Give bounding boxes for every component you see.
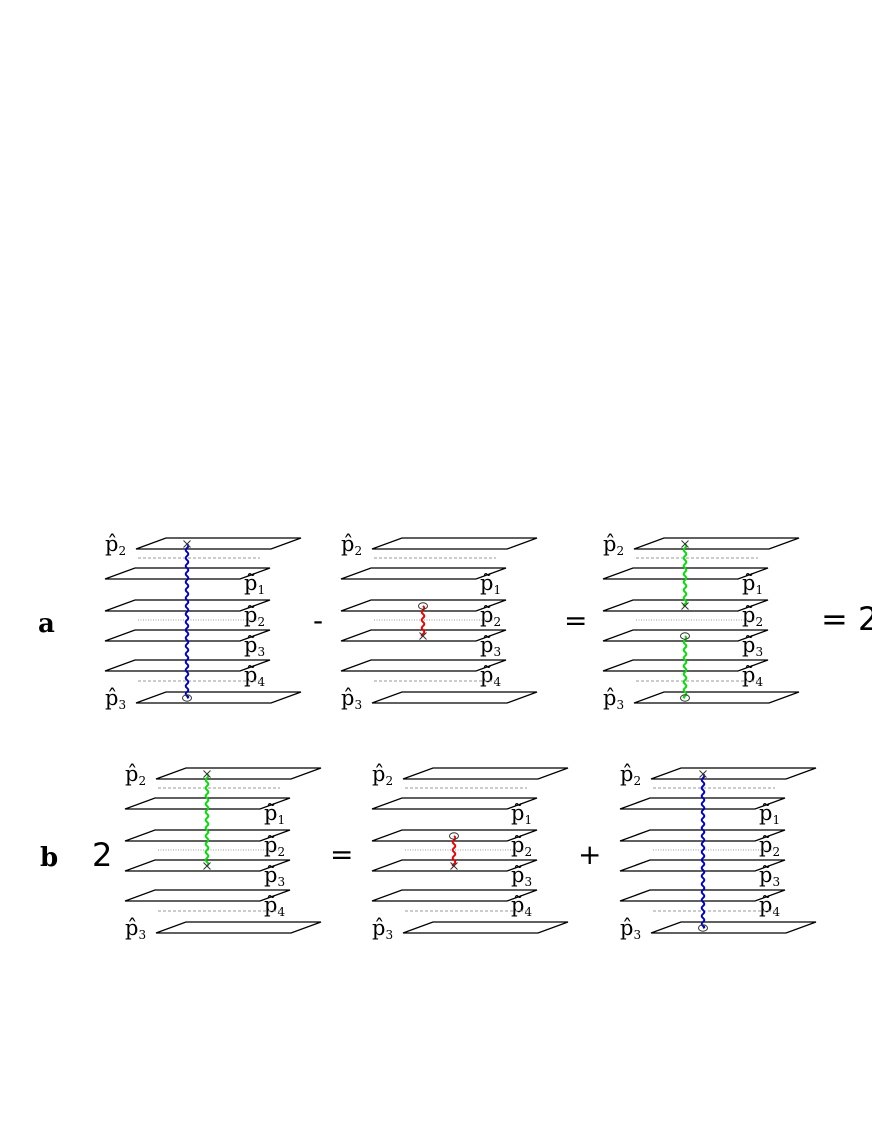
sheet-plane xyxy=(602,567,769,580)
cross-marker xyxy=(699,770,707,778)
circle-marker xyxy=(182,694,192,702)
sheet-label-4: p̃4 xyxy=(480,663,501,689)
sheet-plane xyxy=(650,767,817,780)
sheet-label-2: p̃2 xyxy=(244,603,265,629)
result-coefficient: = 2 xyxy=(821,600,872,638)
panel-label-b: b xyxy=(40,843,58,873)
equals-operator-b: = xyxy=(330,838,353,871)
panel-label-a: a xyxy=(38,609,55,639)
sheet-label-5: p̂3 xyxy=(341,686,362,712)
cross-marker xyxy=(681,540,689,548)
sheet-label-1: p̃1 xyxy=(742,571,763,597)
sheet-plane xyxy=(402,921,569,934)
sheet-plane xyxy=(371,691,538,704)
circle-marker xyxy=(698,924,708,932)
sheet-plane xyxy=(135,691,302,704)
sheet-plane xyxy=(104,599,271,612)
sheet-plane xyxy=(650,921,817,934)
diagram-group: p̂2p̃1p̃2p̃3p̃4p̂3p̂2p̃1p̃2p̃3p̃4p̂3p̂2p… xyxy=(104,532,817,942)
sheet-plane xyxy=(155,921,322,934)
green-wavy-line xyxy=(204,773,210,867)
cross-marker xyxy=(419,632,427,640)
diagram-a3: p̂2 p̃1 p̃2 p̃3 p̃4 p̂3 xyxy=(602,532,800,712)
sheet-label-0: p̂2 xyxy=(620,762,641,788)
sheet-plane xyxy=(340,659,507,672)
sheet-label-1: p̃1 xyxy=(264,801,285,827)
circle-marker xyxy=(680,632,690,640)
sheet-label-5: p̂3 xyxy=(105,686,126,712)
red-wavy-line xyxy=(420,605,426,637)
sheet-plane xyxy=(124,889,291,902)
sheet-label-0: p̂2 xyxy=(341,532,362,558)
sheet-label-4: p̃4 xyxy=(511,893,532,919)
sheet-label-3: p̃3 xyxy=(759,863,780,889)
sheet-label-1: p̃1 xyxy=(511,801,532,827)
diagram-b2: p̂2 p̃1 p̃2 p̃3 p̃4 p̂3 xyxy=(371,762,569,942)
sheet-label-0: p̂2 xyxy=(105,532,126,558)
sheet-plane xyxy=(155,767,322,780)
sheet-label-1: p̃1 xyxy=(759,801,780,827)
sheet-label-4: p̃4 xyxy=(742,663,763,689)
sheet-label-2: p̃2 xyxy=(511,833,532,859)
sheet-label-4: p̃4 xyxy=(759,893,780,919)
sheet-label-3: p̃3 xyxy=(511,863,532,889)
sheet-plane xyxy=(340,567,507,580)
equals-operator-a: = xyxy=(564,604,587,637)
circle-marker xyxy=(449,832,459,840)
plus-operator: + xyxy=(578,838,601,871)
sheet-label-3: p̃3 xyxy=(264,863,285,889)
sheet-plane xyxy=(124,829,291,842)
sheet-label-0: p̂2 xyxy=(603,532,624,558)
cross-marker xyxy=(203,862,211,870)
sheet-label-4: p̃4 xyxy=(244,663,265,689)
minus-operator: - xyxy=(313,604,323,637)
sheet-label-0: p̂2 xyxy=(125,762,146,788)
sheet-label-3: p̃3 xyxy=(244,633,265,659)
sheet-label-1: p̃1 xyxy=(480,571,501,597)
blue-wavy-line xyxy=(700,773,706,929)
blue-wavy-line xyxy=(184,543,190,699)
circle-marker xyxy=(680,694,690,702)
cross-marker xyxy=(203,770,211,778)
diagram-a2: p̂2 p̃1 p̃2 p̃3 p̃4 p̂3 xyxy=(340,532,538,712)
sheet-label-2: p̃2 xyxy=(759,833,780,859)
diagram-a1: p̂2 p̃1 p̃2 p̃3 p̃4 p̂3 xyxy=(104,532,302,712)
sheet-plane xyxy=(104,567,271,580)
sheet-plane xyxy=(633,537,800,550)
sheet-plane xyxy=(371,797,538,810)
cross-marker xyxy=(183,540,191,548)
sheet-plane xyxy=(371,889,538,902)
sheet-label-5: p̂3 xyxy=(603,686,624,712)
sheet-plane xyxy=(371,537,538,550)
sheet-label-4: p̃4 xyxy=(264,893,285,919)
lhs-coefficient: 2 xyxy=(92,836,112,874)
sheet-plane xyxy=(135,537,302,550)
sheet-plane xyxy=(602,659,769,672)
sheet-label-3: p̃3 xyxy=(480,633,501,659)
sheet-plane xyxy=(124,797,291,810)
circle-marker xyxy=(418,602,428,610)
diagram-b1: p̂2 p̃1 p̃2 p̃3 p̃4 p̂3 xyxy=(124,762,322,942)
red-wavy-line xyxy=(451,835,457,867)
cross-marker xyxy=(450,862,458,870)
green-wavy-line xyxy=(682,543,688,607)
sheet-plane xyxy=(402,767,569,780)
sheet-plane xyxy=(619,889,786,902)
sheet-label-2: p̃2 xyxy=(742,603,763,629)
sheet-label-5: p̂3 xyxy=(620,916,641,942)
cross-marker xyxy=(681,602,689,610)
diagram-b3: p̂2 p̃1 p̃2 p̃3 p̃4 p̂3 xyxy=(619,762,817,942)
green-wavy-line xyxy=(682,635,688,699)
sheet-label-3: p̃3 xyxy=(742,633,763,659)
sheet-label-0: p̂2 xyxy=(372,762,393,788)
sheet-label-1: p̃1 xyxy=(244,571,265,597)
sheet-label-2: p̃2 xyxy=(264,833,285,859)
sheet-label-2: p̃2 xyxy=(480,603,501,629)
sheet-plane xyxy=(633,691,800,704)
sheet-label-5: p̂3 xyxy=(125,916,146,942)
sheet-label-5: p̂3 xyxy=(372,916,393,942)
